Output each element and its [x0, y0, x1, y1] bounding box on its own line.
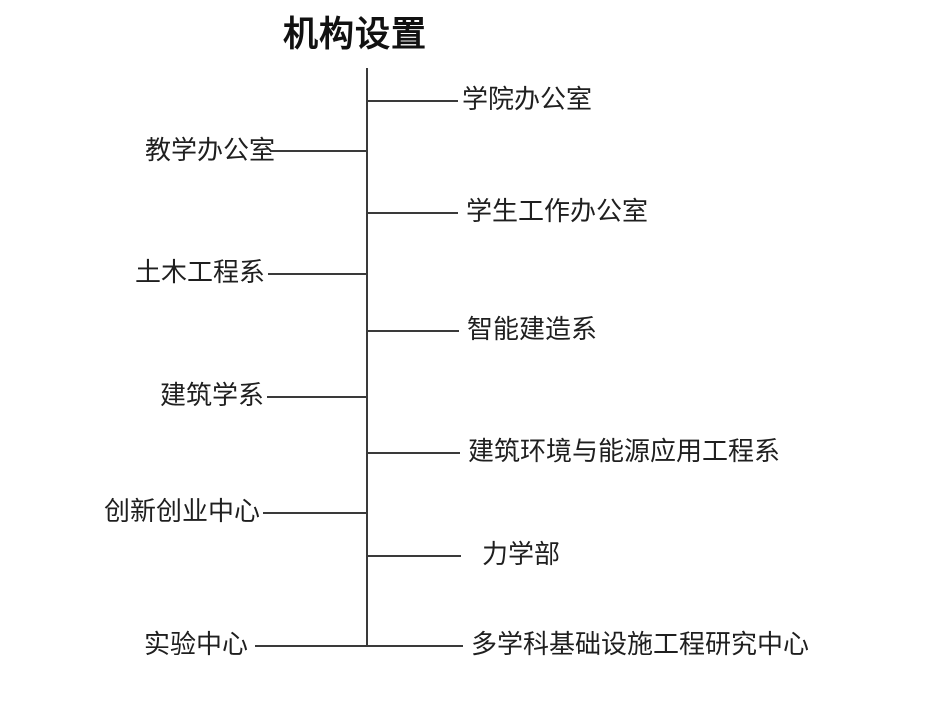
org-unit-teaching-office: 教学办公室 [144, 136, 275, 165]
branch-line-right-1 [367, 100, 458, 102]
org-unit-building-environment-energy-dept: 建筑环境与能源应用工程系 [468, 437, 781, 466]
trunk-line [366, 68, 368, 647]
branch-line-right-5 [367, 555, 461, 557]
org-unit-intelligent-construction-dept: 智能建造系 [467, 315, 598, 344]
branch-line-right-2 [367, 212, 458, 214]
branch-line-bottom [255, 645, 463, 647]
org-unit-infrastructure-research-center: 多学科基础设施工程研究中心 [471, 630, 810, 659]
branch-line-left-1 [270, 150, 367, 152]
org-unit-innovation-entrepreneurship-center: 创新创业中心 [103, 497, 260, 526]
org-unit-mechanics-dept: 力学部 [482, 540, 561, 569]
branch-line-right-4 [367, 452, 460, 454]
branch-line-left-2 [268, 273, 367, 275]
org-unit-student-work-office: 学生工作办公室 [466, 197, 649, 226]
org-unit-college-office: 学院办公室 [462, 85, 593, 114]
branch-line-right-3 [367, 330, 459, 332]
chart-title: 机构设置 [283, 15, 428, 54]
org-unit-architecture-dept: 建筑学系 [159, 381, 264, 410]
org-unit-experiment-center: 实验中心 [143, 630, 248, 659]
branch-line-left-4 [263, 512, 367, 514]
org-unit-civil-engineering-dept: 土木工程系 [134, 258, 265, 287]
branch-line-left-3 [267, 396, 367, 398]
